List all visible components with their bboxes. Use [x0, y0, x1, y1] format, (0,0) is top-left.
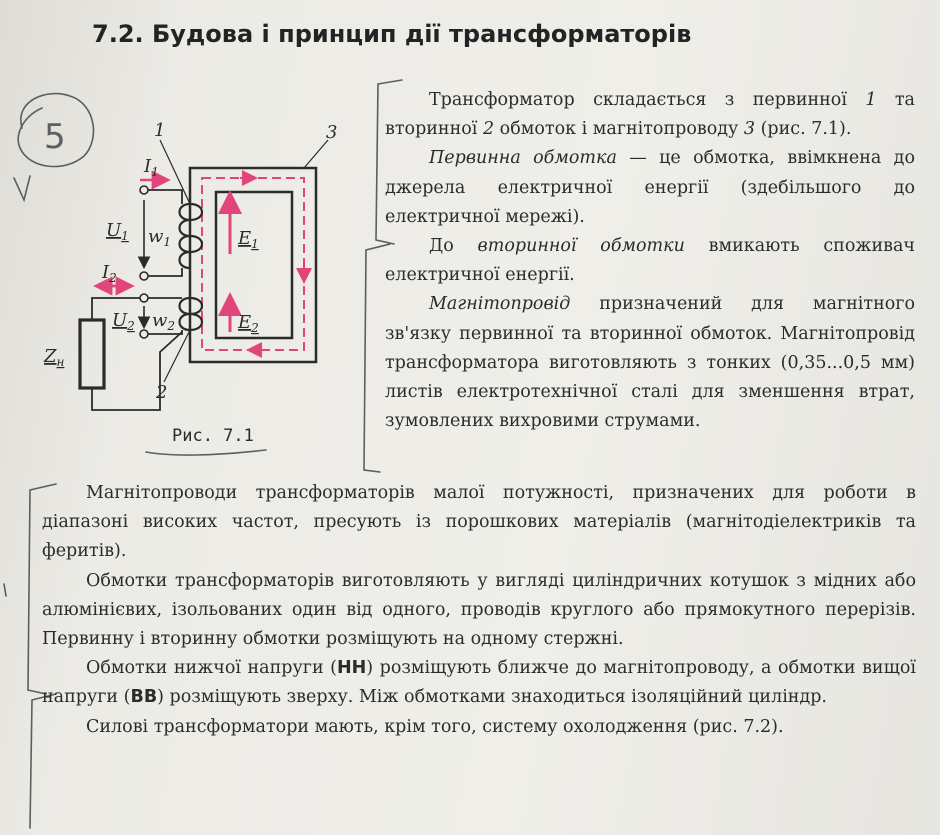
paragraph-cooling-system: Силові трансформатори мають, крім того, …: [86, 716, 784, 737]
transformer-diagram: 1 3 2 I1 U1 w1 I2 U2 w2 E1 E2 Zн: [43, 120, 337, 411]
primary-winding: [178, 202, 204, 270]
leader-2: [163, 329, 191, 383]
leader-1: [159, 139, 191, 205]
paragraph-transformer-composition: Трансформатор складається з первинної 1 …: [385, 90, 915, 140]
paragraph-secondary-winding: До вторинної обмотки вмикають споживач е…: [385, 236, 915, 286]
terminal-secondary-bottom: [139, 329, 149, 339]
secondary-winding: [178, 296, 204, 332]
primary-wires: [148, 189, 183, 277]
figure-caption: Рис. 7.1: [172, 426, 254, 446]
right-column-text: Трансформатор складається з первинної 1 …: [385, 86, 915, 436]
label-u1: U1: [106, 220, 129, 243]
paragraph-magnetic-core: Магнітопровід призначений для магнітного…: [385, 294, 915, 432]
terminal-primary-top: [139, 185, 149, 195]
label-core-num: 3: [326, 122, 337, 143]
paragraph-winding-construction: Обмотки трансформаторів виготовляють у в…: [42, 570, 916, 650]
label-zn: Zн: [43, 346, 65, 369]
load-impedance: [78, 318, 106, 390]
label-e2: E2: [237, 312, 259, 335]
paragraph-primary-winding: Первинна обмотка — це обмотка, ввімкнена…: [385, 148, 915, 227]
core-inner: [214, 190, 294, 340]
terminal-primary-bottom: [139, 271, 149, 281]
full-width-text: Магнітопроводи трансформаторів малої пот…: [42, 479, 916, 742]
label-i1: I1: [143, 156, 159, 179]
terminal-secondary-top: [139, 293, 149, 303]
label-e1: E1: [237, 228, 259, 251]
label-secondary-num: 2: [155, 382, 167, 403]
secondary-wires: [91, 297, 183, 411]
label-u2: U2: [112, 310, 135, 333]
label-primary-num: 1: [154, 120, 165, 141]
paragraph-small-power-cores: Магнітопроводи трансформаторів малої пот…: [42, 483, 916, 562]
core-outer: [188, 166, 318, 364]
label-i2: I2: [101, 262, 117, 285]
section-heading: 7.2. Будова і принцип дії трансформаторі…: [92, 20, 692, 48]
label-w2: w2: [152, 310, 175, 333]
label-w1: w1: [148, 226, 171, 249]
leader-3: [303, 139, 329, 169]
paragraph-winding-placement: Обмотки нижчої напруги (НН) розміщують б…: [42, 658, 916, 708]
